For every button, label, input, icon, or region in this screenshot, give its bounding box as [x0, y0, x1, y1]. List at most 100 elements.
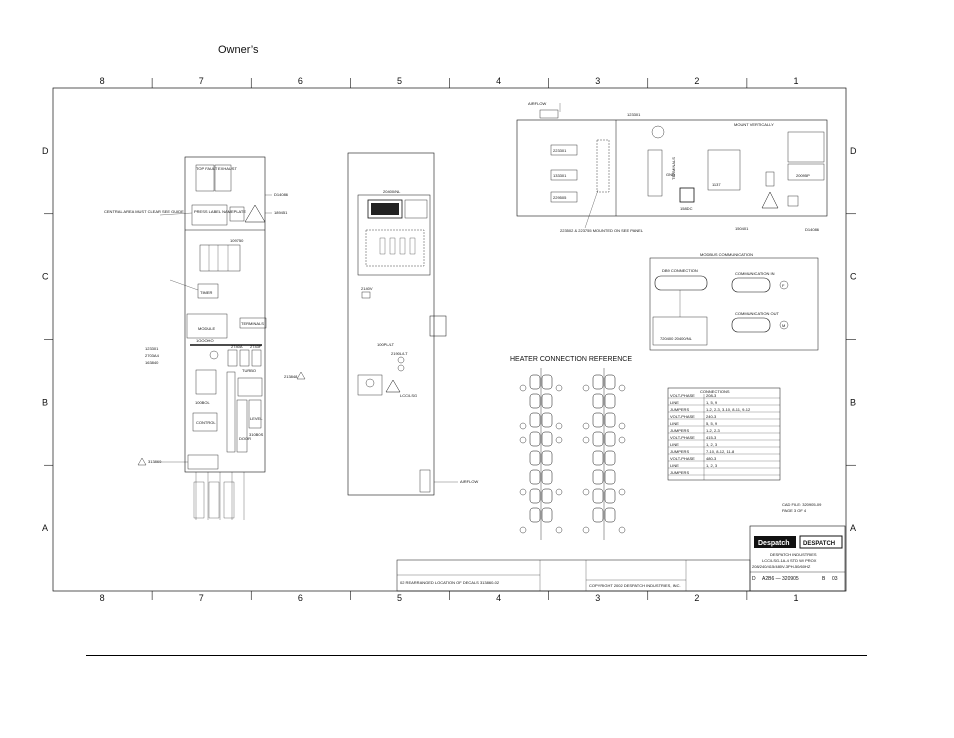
title-desc-2: 208/240/415/480V-3PH-50/60HZ	[752, 564, 811, 569]
label-229505: 229505	[553, 195, 567, 200]
label-109750: 109750	[230, 238, 244, 243]
label-2743f: 2743F	[250, 344, 262, 349]
zone-row-label: D	[42, 146, 49, 156]
table-cell-key: VOLT-PHASE	[670, 435, 695, 440]
left-panel: TOP FAULT EXHAUST D14086 189451 PRESS LA…	[104, 156, 306, 520]
copyright: COPYRIGHT 2002 DESPATCH INDUSTRIES, INC.	[589, 583, 681, 588]
label-2740a: 2740A	[231, 344, 243, 349]
label-terminals-top: TERMINALS	[671, 157, 676, 180]
label-control: CONTROL	[196, 420, 216, 425]
table-cell-key: LINE	[670, 421, 679, 426]
brand-logo-left: Despatch	[758, 540, 790, 547]
title-block: Despatch DESPATCH DESPATCH INDUSTRIES LC…	[396, 525, 846, 592]
zone-row-label: C	[42, 272, 49, 282]
warning-icon	[244, 204, 266, 223]
drawing-border	[52, 87, 847, 592]
modbus-communication: MODBUS COMMUNICATION DB9 CONNECTION COMM…	[649, 252, 819, 351]
label-mount-vertically: MOUNT VERTICALLY	[734, 122, 774, 127]
header-text: Owner’s	[218, 44, 259, 56]
table-cell-key: LINE	[670, 463, 679, 468]
zone-row-label: C	[850, 272, 857, 282]
label-189451: 189451	[274, 210, 288, 215]
label-123301-top: 123301	[627, 112, 641, 117]
zone-col-label: 3	[595, 593, 600, 603]
zone-col-label: 7	[199, 593, 204, 603]
label-223301: 223301	[553, 148, 567, 153]
top-right-panel: AIRFLOW 123301 MOUNT VERTICALLY 223301 1…	[516, 101, 828, 233]
label-door: DOOR	[239, 436, 251, 441]
table-cell-key: VOLT-PHASE	[670, 393, 695, 398]
heater-connection-reference: HEATER CONNECTION REFERENCE CONNECTIONS …	[510, 356, 781, 540]
drawing-sheet: B	[822, 576, 826, 582]
label-150401: 150401	[735, 226, 749, 231]
label-2190l: 2190L/LT	[391, 351, 408, 356]
label-158dc: 158DC	[680, 206, 693, 211]
label-213848: 213848	[284, 374, 298, 379]
label-313860: 313860	[148, 459, 162, 464]
table-cell-value: 5, 5, 9	[706, 421, 718, 426]
table-cell-value: 480-3	[706, 456, 717, 461]
zone-col-label: 4	[496, 593, 501, 603]
controller-display	[367, 199, 403, 219]
label-airflow-center: AIRFLOW	[460, 479, 478, 484]
label-lcc-lsg: LCC/LSG	[400, 393, 417, 398]
table-cell-value: 415-3	[706, 435, 717, 440]
table-cell-value: 1, 5, 9	[706, 400, 718, 405]
revision-note: 02 REARRANGED LOCATION OF DECALS 313860-…	[400, 580, 500, 585]
label-d14086-top: D14086	[805, 227, 820, 232]
zone-col-label: 4	[496, 76, 501, 86]
table-cell-value: 1-2, 2-3, 3-10, 8-11, 9-12	[706, 407, 751, 412]
table-cell-key: VOLT-PHASE	[670, 456, 695, 461]
label-133301: 133301	[553, 173, 567, 178]
table-cell-value: 7-10, 8-12, 11-8	[706, 449, 735, 454]
warning-icon	[385, 379, 401, 393]
label-comm-in: COMMUNICATION IN	[735, 271, 775, 276]
table-cell-value: 1-2, 2-3	[706, 428, 721, 433]
heater-title: HEATER CONNECTION REFERENCE	[510, 356, 632, 363]
label-1137: 1137	[712, 182, 721, 187]
label-163840: 163840	[145, 360, 159, 365]
table-cell-key: JUMPERS	[670, 470, 689, 475]
zone-col-label: 5	[397, 593, 402, 603]
label-level: LEVEL	[250, 416, 263, 421]
table-cell-value: 1, 2, 3	[706, 463, 718, 468]
table-cell-key: JUMPERS	[670, 407, 689, 412]
zone-row-label: B	[42, 397, 48, 407]
label-100pl: 100PL/LT	[377, 342, 395, 347]
zone-row-label: D	[850, 146, 857, 156]
warning-icon	[761, 191, 779, 209]
zone-row-label: B	[850, 397, 856, 407]
modbus-title: MODBUS COMMUNICATION	[700, 252, 753, 257]
label-turbo: TURBO	[242, 368, 256, 373]
label-timer: TIMER	[200, 290, 213, 295]
label-123301: 123301	[145, 346, 159, 351]
connections-title: CONNECTIONS	[700, 389, 730, 394]
label-m: M	[782, 323, 785, 328]
company-name: DESPATCH INDUSTRIES	[770, 552, 817, 557]
label-airflow-top: AIRFLOW	[528, 101, 546, 106]
drawing-number: A2B6 — 320905	[762, 576, 799, 582]
label-module: MODULE	[198, 326, 215, 331]
label-exhaust: EXHAUST	[218, 166, 237, 171]
caution-icon	[137, 457, 147, 466]
label-d14086: D14086	[274, 192, 289, 197]
zone-col-label: 2	[694, 76, 699, 86]
zone-col-label: 5	[397, 76, 402, 86]
table-cell-key: LINE	[670, 400, 679, 405]
heater-terminal-block-right	[582, 368, 626, 540]
caution-icon	[296, 371, 306, 380]
footer-rule	[86, 655, 867, 656]
table-cell-key: JUMPERS	[670, 449, 689, 454]
label-310b0s: 310B0S	[249, 432, 264, 437]
label-mounted-note: 223502 & 223755 MOUNTED ON SEE PANEL	[560, 228, 644, 233]
label-db9: DB9 CONNECTION	[662, 268, 698, 273]
drawing-rev: 03	[832, 576, 838, 582]
label-press-nameplate: PRESS LABEL NAMEPLATE	[194, 209, 246, 214]
table-cell-value: 240-3	[706, 414, 717, 419]
heater-terminal-block-left	[519, 368, 563, 540]
